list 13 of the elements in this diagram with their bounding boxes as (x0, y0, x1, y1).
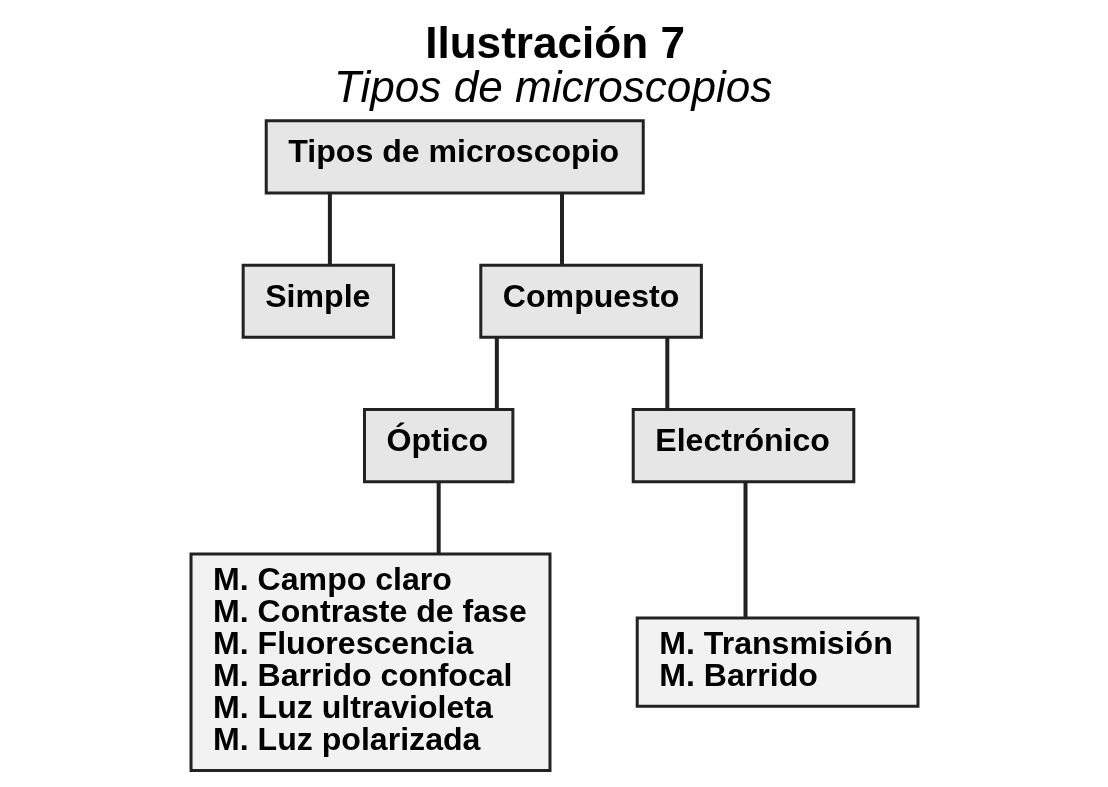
node-box: Óptico (362, 408, 514, 484)
connector (327, 193, 332, 265)
connector (436, 482, 441, 554)
node-box: Electrónico (631, 408, 855, 484)
connector (494, 337, 499, 409)
node-box: Tipos de microscopio (264, 119, 645, 195)
connector (743, 482, 747, 618)
node-box: M. Campo claro M. Contraste de fase M. Fluorescencia M. Barrido confocal M. Luz ultravioleta M. Luz polarizada (189, 552, 551, 772)
node-box: Simple (241, 263, 395, 339)
node-box: Compuesto (478, 263, 703, 339)
node-box: M. Transmisión M. Barrido (635, 616, 919, 708)
connector (664, 337, 669, 409)
connector (559, 193, 564, 265)
